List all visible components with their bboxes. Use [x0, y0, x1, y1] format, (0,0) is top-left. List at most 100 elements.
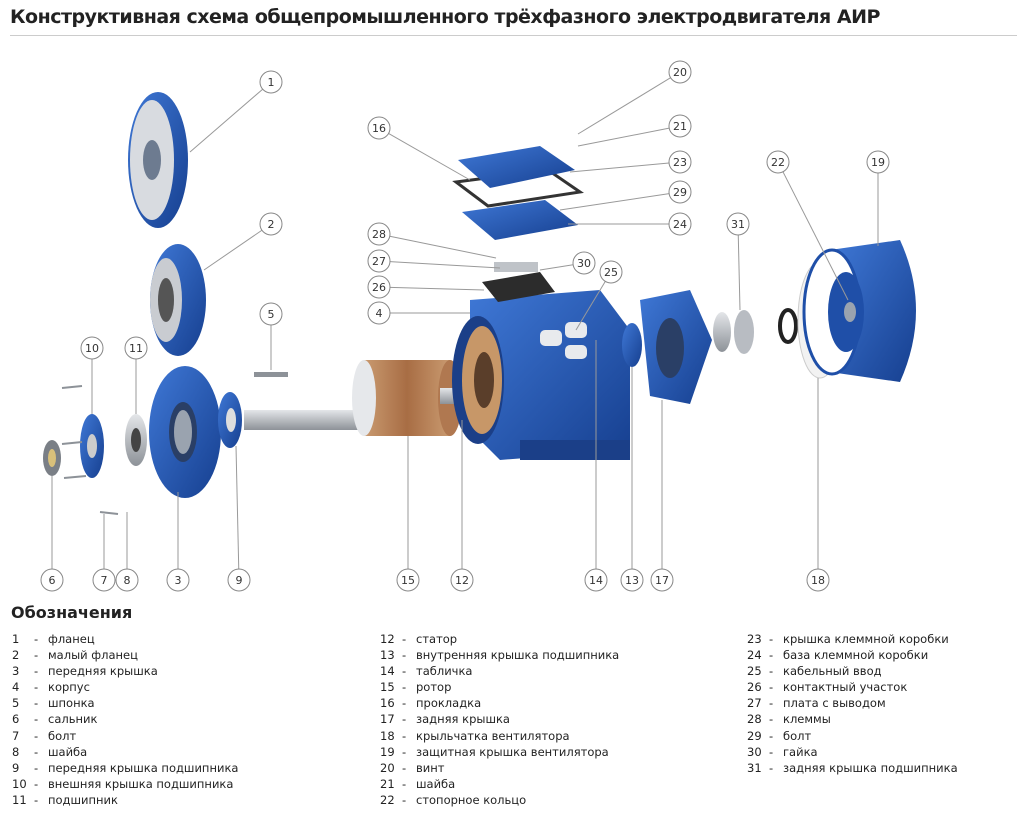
legend-number: 17: [380, 712, 395, 727]
callout-circle: [866, 150, 890, 174]
callout-number: 28: [372, 228, 386, 241]
callout-number: 4: [376, 307, 383, 320]
legend-separator: -: [769, 696, 774, 711]
legend-separator: -: [402, 776, 407, 791]
callout-circle: [367, 116, 391, 140]
callout-circle: [40, 568, 64, 592]
legend-number: 25: [747, 664, 762, 679]
callout-number: 19: [871, 156, 885, 169]
callout-8: 8: [115, 568, 139, 592]
legend-number: 5: [12, 696, 20, 711]
legend-label: шайба: [48, 744, 88, 759]
legend-label: кабельный ввод: [783, 664, 882, 679]
callout-24: 24: [668, 212, 692, 236]
legend-label: ротор: [416, 680, 452, 695]
fan-cover-part: [802, 240, 916, 382]
legend-label: стопорное кольцо: [416, 792, 527, 807]
legend-item: 31-задняя крышка подшипника: [747, 760, 958, 776]
legend-separator: -: [34, 792, 39, 807]
legend-item: 14-табличка: [380, 663, 619, 679]
legend-separator: -: [402, 680, 407, 695]
legend-separator: -: [402, 632, 407, 646]
legend-label: прокладка: [416, 696, 482, 711]
callout-circle: [806, 568, 830, 592]
legend-title: Обозначения: [11, 603, 133, 622]
callout-21: 21: [668, 114, 692, 138]
legend-separator: -: [402, 696, 407, 711]
legend-number: 21: [380, 776, 395, 791]
callout-5: 5: [259, 302, 283, 326]
legend-separator: -: [769, 664, 774, 679]
legend-number: 27: [747, 696, 762, 711]
callout-28: 28: [367, 222, 391, 246]
callout-number: 9: [236, 574, 243, 587]
callout-circle: [396, 568, 420, 592]
terminal-box-cover-part: [458, 146, 575, 188]
title-divider: [10, 35, 1017, 36]
legend-item: 16-прокладка: [380, 695, 619, 711]
legend-item: 12-статор: [380, 631, 619, 647]
leader-line: [389, 286, 485, 291]
callout-11: 11: [124, 336, 148, 360]
callout-22: 22: [766, 150, 790, 174]
legend-item: 30-гайка: [747, 744, 958, 760]
callout-circle: [259, 70, 283, 94]
legend-label: фланец: [48, 632, 95, 646]
leader-line: [575, 281, 606, 331]
legend-item: 11-подшипник: [12, 792, 238, 808]
leader-line: [203, 229, 263, 271]
callout-6: 6: [40, 568, 64, 592]
small-flange-part: [150, 244, 206, 356]
legend-item: 10-внешняя крышка подшипника: [12, 776, 238, 792]
legend-number: 26: [747, 680, 762, 695]
callout-20: 20: [668, 60, 692, 84]
callout-number: 31: [731, 218, 745, 231]
callout-number: 20: [673, 66, 687, 79]
callout-16: 16: [367, 116, 391, 140]
callout-1: 1: [259, 70, 283, 94]
legend-number: 6: [12, 712, 20, 727]
callout-circle: [584, 568, 608, 592]
legend-label: плата с выводом: [783, 696, 886, 711]
legend-number: 15: [380, 680, 395, 695]
shaft-part: [244, 410, 374, 430]
legend-item: 9-передняя крышка подшипника: [12, 760, 238, 776]
legend-item: 25-кабельный ввод: [747, 663, 958, 679]
legend-label: болт: [48, 728, 77, 743]
legend-separator: -: [769, 744, 774, 759]
legend-item: 2-малый фланец: [12, 647, 238, 663]
leader-line: [577, 127, 670, 147]
callout-27: 27: [367, 249, 391, 273]
callout-30: 30: [572, 251, 596, 275]
callout-number: 7: [101, 574, 108, 587]
callout-circle: [668, 150, 692, 174]
legend-item: 15-ротор: [380, 679, 619, 695]
legend-label: крыльчатка вентилятора: [416, 728, 570, 743]
legend-item: 26-контактный участок: [747, 679, 958, 695]
callout-circle: [80, 336, 104, 360]
legend-label: подшипник: [48, 792, 118, 807]
callout-17: 17: [650, 568, 674, 592]
callout-number: 13: [625, 574, 639, 587]
legend-separator: -: [34, 712, 39, 727]
rear-cover-part: [640, 290, 712, 404]
legend-label: крышка клеммной коробки: [783, 632, 949, 646]
callout-25: 25: [599, 260, 623, 284]
motor-parts: [43, 92, 916, 515]
legend-number: 31: [747, 760, 762, 775]
leader-line: [539, 264, 574, 271]
legend-item: 29-болт: [747, 728, 958, 744]
legend-number: 14: [380, 664, 395, 679]
bolts: [61, 385, 119, 515]
legend-label: задняя крышка: [416, 712, 510, 727]
legend-number: 16: [380, 696, 395, 711]
callout-circle: [115, 568, 139, 592]
callout-number: 27: [372, 255, 386, 268]
legend-number: 4: [12, 680, 20, 695]
legend-label: табличка: [416, 664, 473, 679]
callout-7: 7: [92, 568, 116, 592]
legend-label: статор: [416, 632, 458, 646]
legend-label: передняя крышка: [48, 664, 158, 679]
callout-circle: [227, 568, 251, 592]
